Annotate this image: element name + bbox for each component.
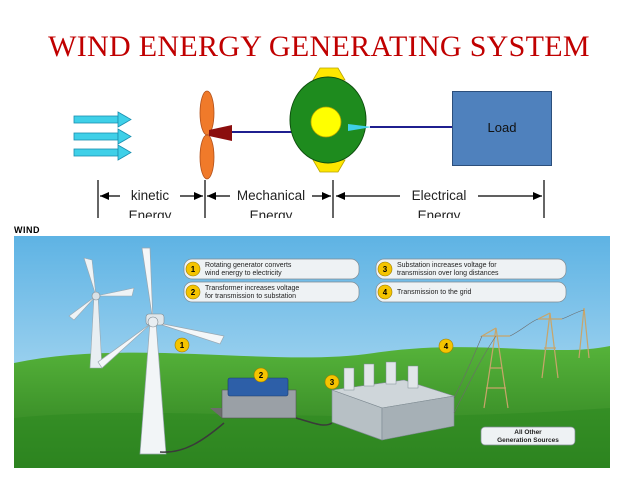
energy-dimension-lines	[97, 180, 545, 220]
step-box: 1 Rotating generator converts wind energ…	[183, 258, 360, 280]
mechanical-label-line1: Mechanical	[236, 188, 306, 203]
step-boxes: 1 Rotating generator converts wind energ…	[183, 258, 567, 303]
power-lines	[453, 309, 585, 414]
substation	[331, 361, 455, 441]
other-generation-sources-box: All Other Generation Sources	[480, 426, 576, 446]
wind-turbine-small	[68, 257, 135, 369]
scene-marker: 2	[253, 367, 269, 383]
page-title: WIND ENERGY GENERATING SYSTEM	[48, 30, 590, 63]
other-sources-line2: Generation Sources	[497, 437, 559, 444]
dimension-arrowheads	[100, 192, 542, 200]
scene-markers: 1 2 3 4	[174, 337, 454, 390]
wind-tag-label: WIND	[14, 225, 40, 235]
step-box: 3 Substation increases voltage for trans…	[375, 258, 567, 280]
transformer	[210, 377, 297, 419]
illustration-canvas: 1 Rotating generator converts wind energ…	[14, 218, 610, 468]
load-box: Load	[452, 91, 552, 166]
marker-number: 2	[259, 371, 264, 380]
step-number: 4	[383, 288, 388, 297]
ground-cable	[159, 422, 225, 453]
step-number: 2	[191, 288, 196, 297]
wind-farm-illustration: 1 Rotating generator converts wind energ…	[14, 218, 610, 468]
step-number: 1	[191, 265, 196, 274]
marker-number: 3	[330, 378, 335, 387]
marker-number: 4	[444, 342, 449, 351]
marker-number: 1	[180, 341, 185, 350]
energy-chain-diagram	[73, 67, 545, 220]
step-text: Transmission to the grid	[397, 289, 472, 296]
step-text: transmission over long distances	[397, 270, 499, 277]
scene-marker: 1	[174, 337, 190, 353]
scene-marker: 3	[324, 374, 340, 390]
step-number: 3	[383, 265, 388, 274]
step-text: for transmission to substation	[205, 293, 296, 300]
scene-marker: 4	[438, 338, 454, 354]
step-text: Transformer increases voltage	[205, 285, 299, 292]
wind-arrow	[73, 128, 132, 145]
other-sources-line1: All Other	[514, 429, 542, 436]
wind-arrow	[73, 111, 132, 128]
step-box: 2 Transformer increases voltage for tran…	[183, 281, 360, 303]
generator	[289, 67, 372, 173]
electrical-label-line1: Electrical	[411, 188, 467, 203]
kinetic-label-line1: kinetic	[130, 188, 170, 203]
step-text: Rotating generator converts	[205, 262, 292, 269]
wind-arrow	[73, 144, 132, 161]
rotor-blades	[199, 90, 215, 180]
step-box: 4 Transmission to the grid	[375, 281, 567, 303]
step-text: Substation increases voltage for	[397, 262, 497, 269]
load-label: Load	[487, 120, 517, 135]
step-text: wind energy to electricity	[204, 270, 282, 277]
wind-turbine-main	[97, 247, 225, 455]
rotor-hub	[209, 125, 232, 141]
wind-arrows	[73, 111, 132, 161]
